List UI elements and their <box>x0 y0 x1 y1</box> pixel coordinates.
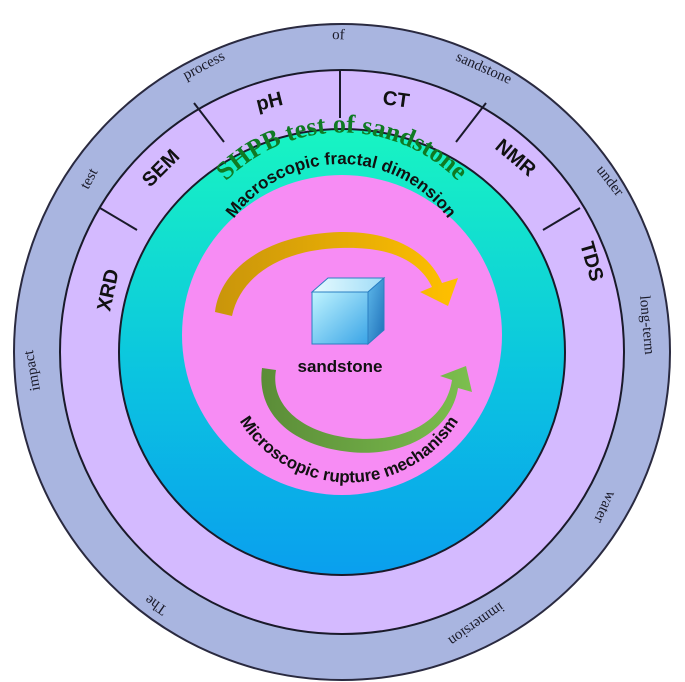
outer-word-long-term: long-term <box>636 295 657 356</box>
segment-label-ct: CT <box>381 87 410 112</box>
bottom-arrow <box>261 366 472 453</box>
segment-dividers <box>99 70 581 231</box>
outer-word-of: of <box>332 27 345 43</box>
top-arrow <box>215 231 458 316</box>
cube-icon <box>310 276 386 346</box>
segment-labels: XRD SEM pH CT NMR TDS <box>93 87 607 313</box>
outer-word-impact: impact <box>21 348 44 392</box>
center-label: sandstone <box>297 357 382 376</box>
